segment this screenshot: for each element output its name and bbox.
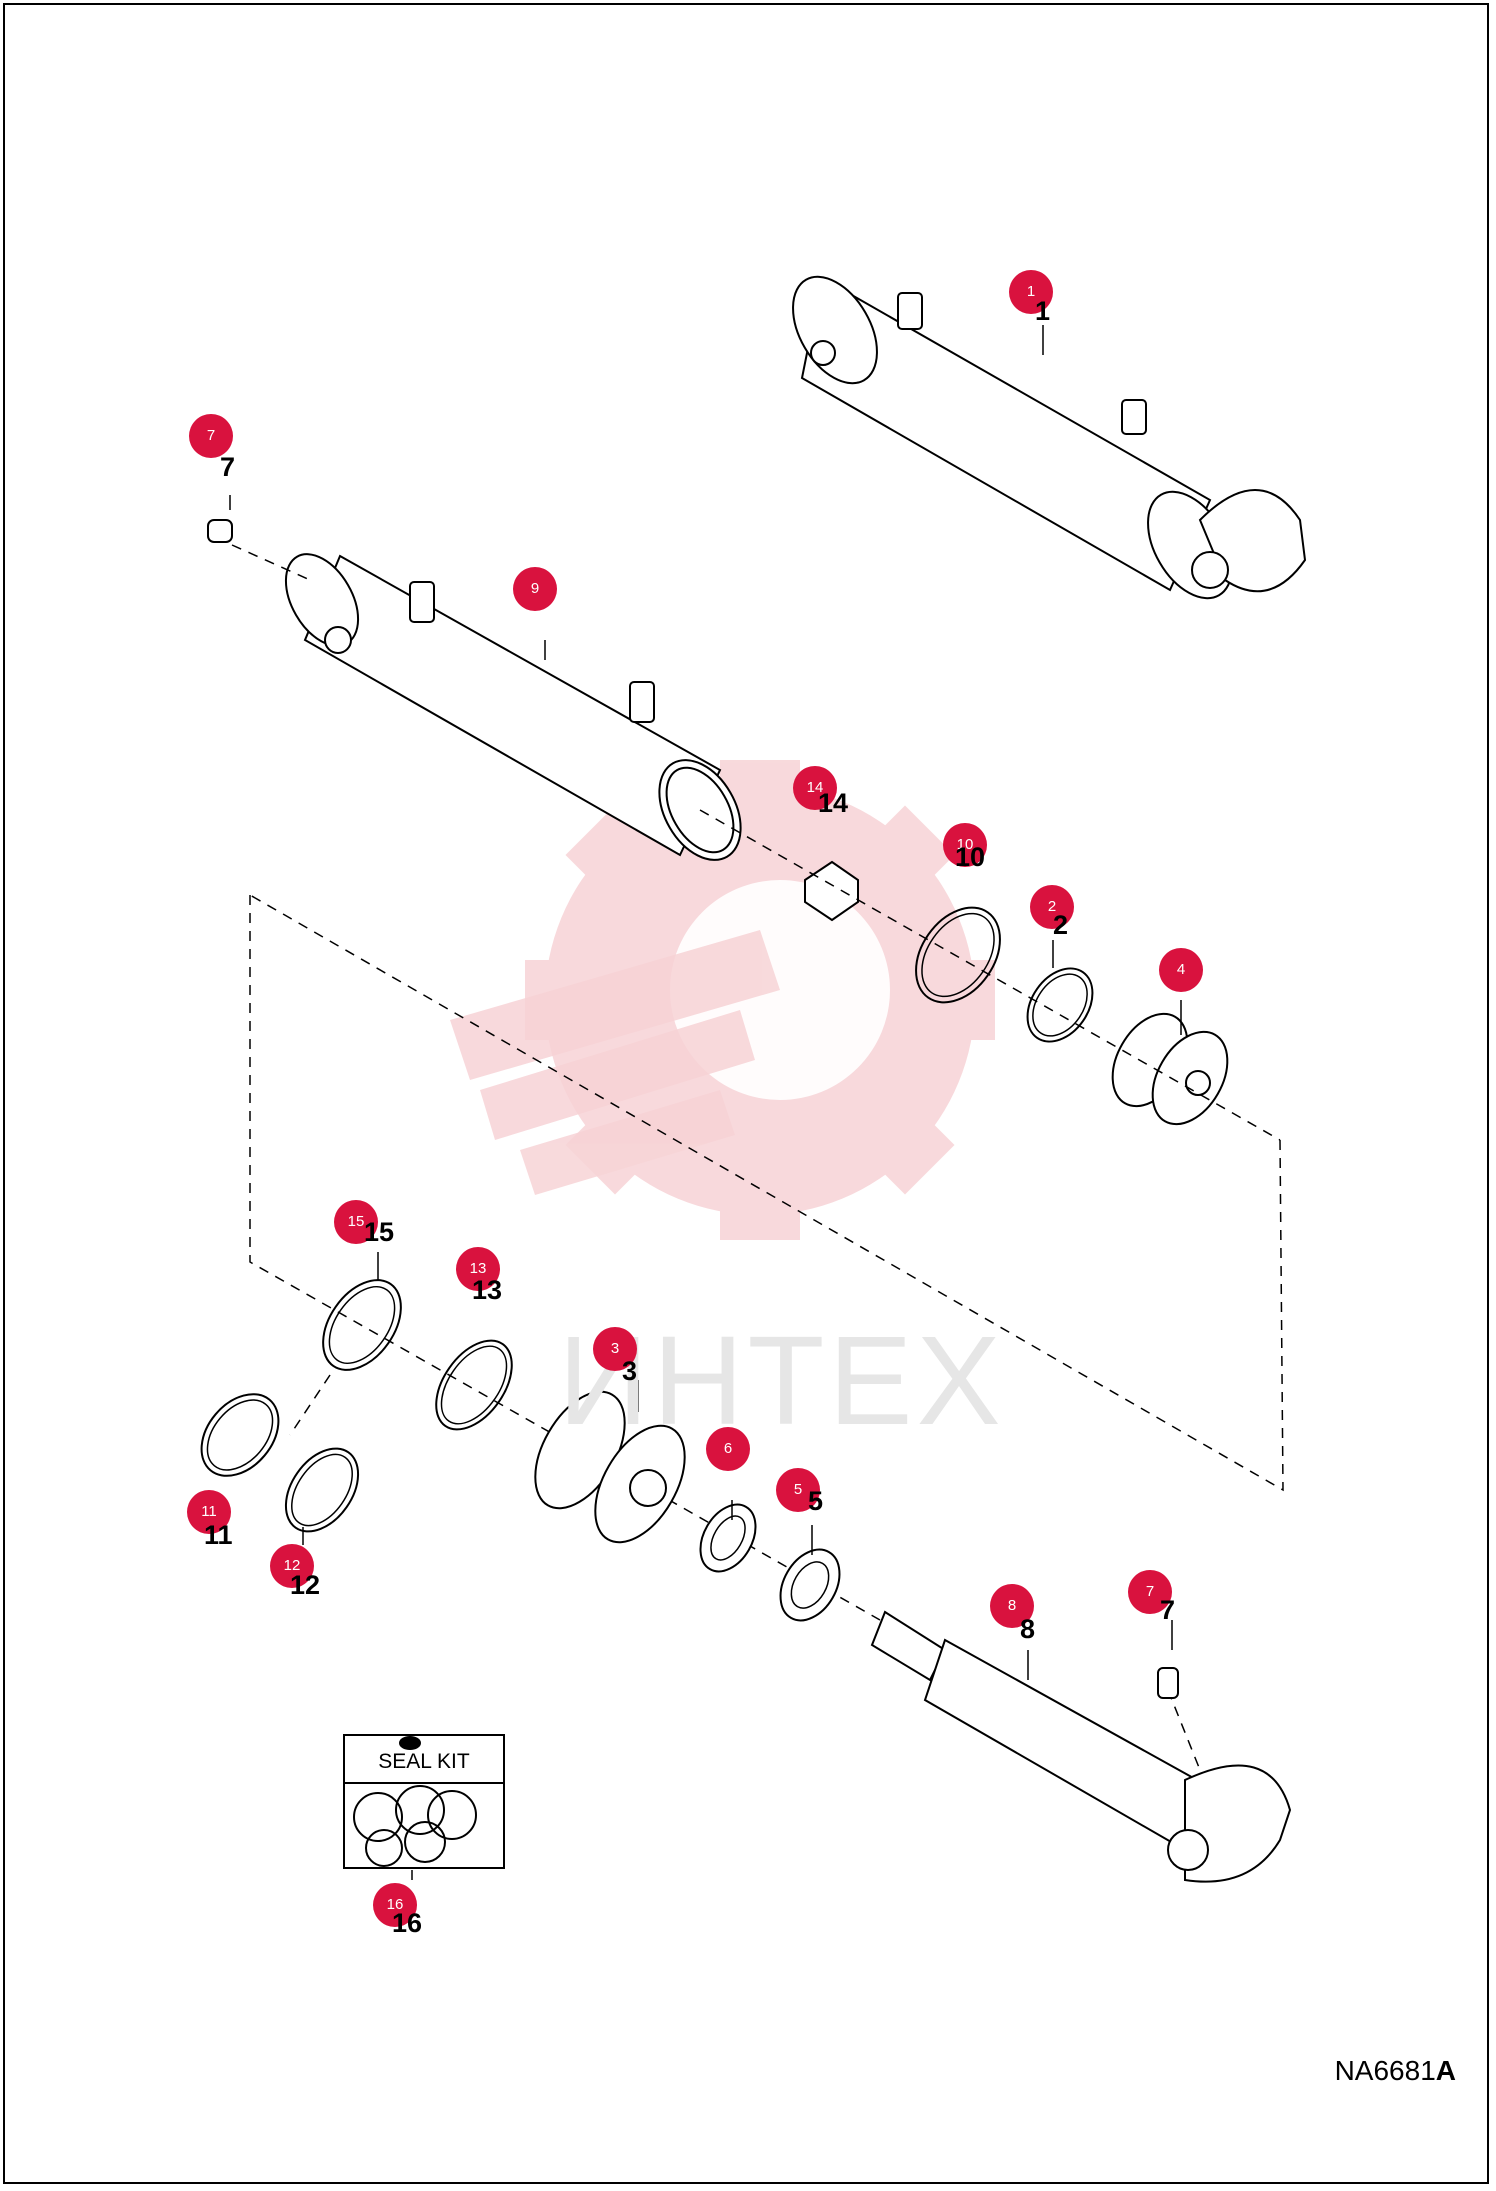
- callout-part-5[interactable]: 5: [776, 1468, 820, 1512]
- piston: [1111, 1012, 1229, 1126]
- callout-part-7-top[interactable]: 7: [189, 414, 233, 458]
- part-label-12: 12: [290, 1570, 321, 1600]
- part-label-7-rod: 7: [1160, 1595, 1176, 1625]
- callout-part-12[interactable]: 12: [270, 1544, 314, 1588]
- seal-kit-label: SEAL KIT: [378, 1750, 470, 1773]
- page-frame: [3, 3, 1489, 2184]
- ring-13: [435, 1339, 513, 1431]
- callout-part-13[interactable]: 13: [456, 1247, 500, 1291]
- ring-12: [284, 1447, 360, 1533]
- ring-10: [915, 906, 1001, 1004]
- part-label-1: 1: [1035, 296, 1051, 326]
- ring-11: [200, 1393, 280, 1477]
- callout-part-2[interactable]: 2: [1030, 885, 1074, 929]
- callout-part-14[interactable]: 14: [793, 766, 837, 810]
- callout-part-8[interactable]: 8: [990, 1584, 1034, 1628]
- callout-part-15[interactable]: 15: [334, 1200, 378, 1244]
- part-label-3: 3: [622, 1356, 638, 1386]
- seal-5: [779, 1548, 841, 1622]
- figure-code: NA6681A: [1335, 2055, 1456, 2087]
- figure-code-prefix: NA6681: [1334, 2055, 1436, 2086]
- part-label-2: 2: [1053, 910, 1069, 940]
- watermark-logo: [525, 760, 995, 1240]
- part-label-16: 16: [392, 1908, 423, 1938]
- part-label-14: 14: [818, 788, 849, 818]
- leader-lines: [229, 325, 1182, 1880]
- watermark-text: ИНТЕХ: [558, 1310, 1005, 1451]
- part-label-10: 10: [955, 842, 986, 872]
- figure-code-suffix: A: [1435, 2055, 1456, 2086]
- barrel: [284, 553, 742, 861]
- cylinder-head: [534, 1390, 686, 1544]
- callout-part-4[interactable]: 4: [1159, 948, 1203, 992]
- part-label-11: 11: [204, 1520, 233, 1550]
- part-label-8: 8: [1020, 1614, 1036, 1644]
- ring-15: [322, 1279, 402, 1371]
- callout-part-16[interactable]: 16: [373, 1883, 417, 1927]
- watermark-wrench: [450, 930, 780, 1195]
- rod: [870, 1610, 1292, 1883]
- callout-part-10[interactable]: 10: [943, 823, 987, 867]
- grease-fitting-top: [207, 519, 233, 543]
- part-label-7-top: 7: [220, 452, 236, 482]
- callout-part-7-rod[interactable]: 7: [1128, 1570, 1172, 1614]
- seal-kit-box: [343, 1734, 505, 1869]
- callout-part-3[interactable]: 3: [593, 1327, 637, 1371]
- part-label-13: 13: [472, 1275, 503, 1305]
- callout-part-11[interactable]: 11: [187, 1490, 231, 1534]
- callout-part-6[interactable]: 6: [706, 1427, 750, 1471]
- ring-2: [1026, 967, 1094, 1043]
- seal-6: [699, 1503, 757, 1573]
- part-label-15: 15: [364, 1217, 395, 1247]
- part-label-5: 5: [808, 1486, 824, 1516]
- callout-part-1[interactable]: 1: [1009, 270, 1053, 314]
- callout-part-9[interactable]: 9: [513, 567, 557, 611]
- cylinder-assembly: [792, 275, 1307, 600]
